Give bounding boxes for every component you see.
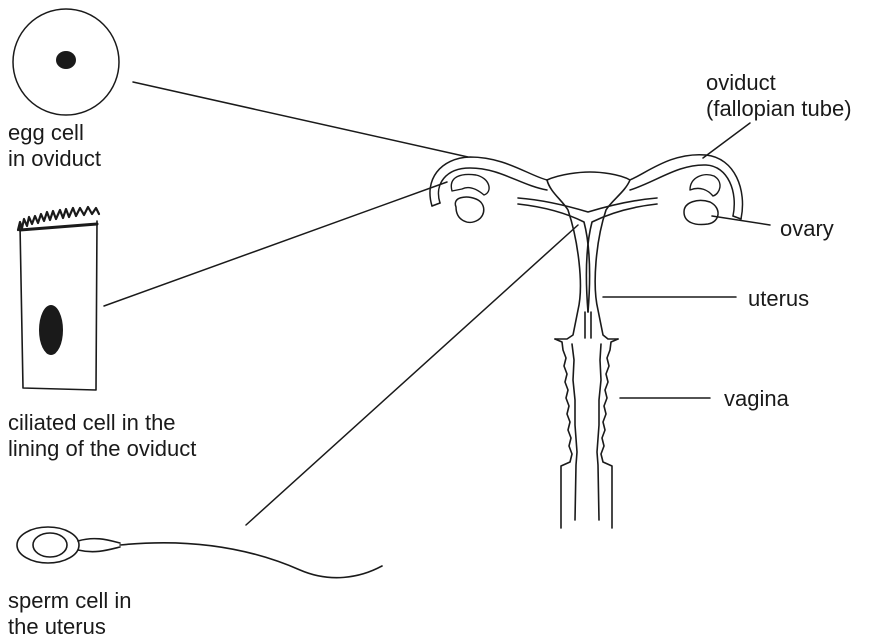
uterus-label: uterus: [748, 286, 809, 312]
ciliated-cell-drawing: [18, 207, 99, 390]
egg-cell-leader-line: [133, 82, 468, 157]
leader-lines: [104, 82, 770, 525]
egg-cell-label: egg cell in oviduct: [8, 120, 101, 172]
ovary-label: ovary: [780, 216, 834, 242]
reproductive-system-drawing: [430, 155, 743, 528]
egg-cell-label-line-2: in oviduct: [8, 146, 101, 172]
ciliated-cell-label-line-2: lining of the oviduct: [8, 436, 196, 462]
vagina-label: vagina: [724, 386, 789, 412]
egg-cell-label-line-1: egg cell: [8, 120, 101, 146]
egg-cell-drawing: [13, 9, 119, 115]
ciliated-cell-label: ciliated cell in the lining of the ovidu…: [8, 410, 196, 462]
ciliated-cell-label-line-1: ciliated cell in the: [8, 410, 196, 436]
sperm-cell-label: sperm cell in the uterus: [8, 588, 131, 640]
oviduct-label-line-2: (fallopian tube): [706, 96, 852, 122]
oviduct-label: oviduct (fallopian tube): [706, 70, 852, 122]
oviduct-leader-line: [703, 123, 750, 158]
sperm-cell-drawing: [17, 527, 382, 578]
ciliated-cell-leader-line: [104, 182, 447, 306]
sperm-cell-label-line-2: the uterus: [8, 614, 131, 640]
sperm-cell-leader-line: [246, 225, 578, 525]
sperm-cell-label-line-1: sperm cell in: [8, 588, 131, 614]
oviduct-label-line-1: oviduct: [706, 70, 852, 96]
